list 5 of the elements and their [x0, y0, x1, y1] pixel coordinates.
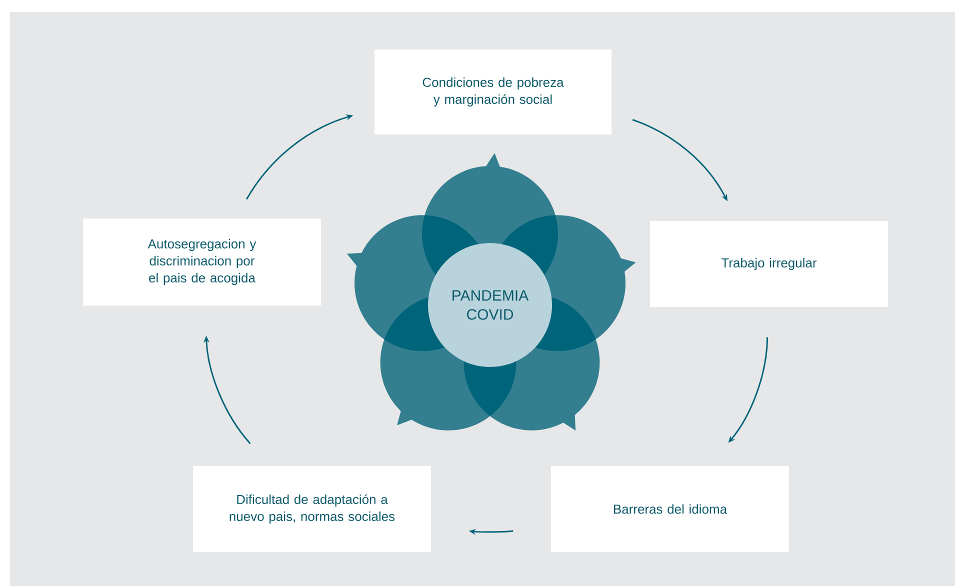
text-box: Dificultad de adaptación a nuevo pais, normas sociales [193, 466, 431, 552]
text-box: Barreras del idioma [551, 466, 789, 552]
text-box: Trabajo irregular [650, 221, 888, 307]
text-box: Autosegregacion y discriminacion por el pais de acogida [83, 218, 321, 306]
text-box: Condiciones de pobreza y marginación social [374, 50, 612, 134]
